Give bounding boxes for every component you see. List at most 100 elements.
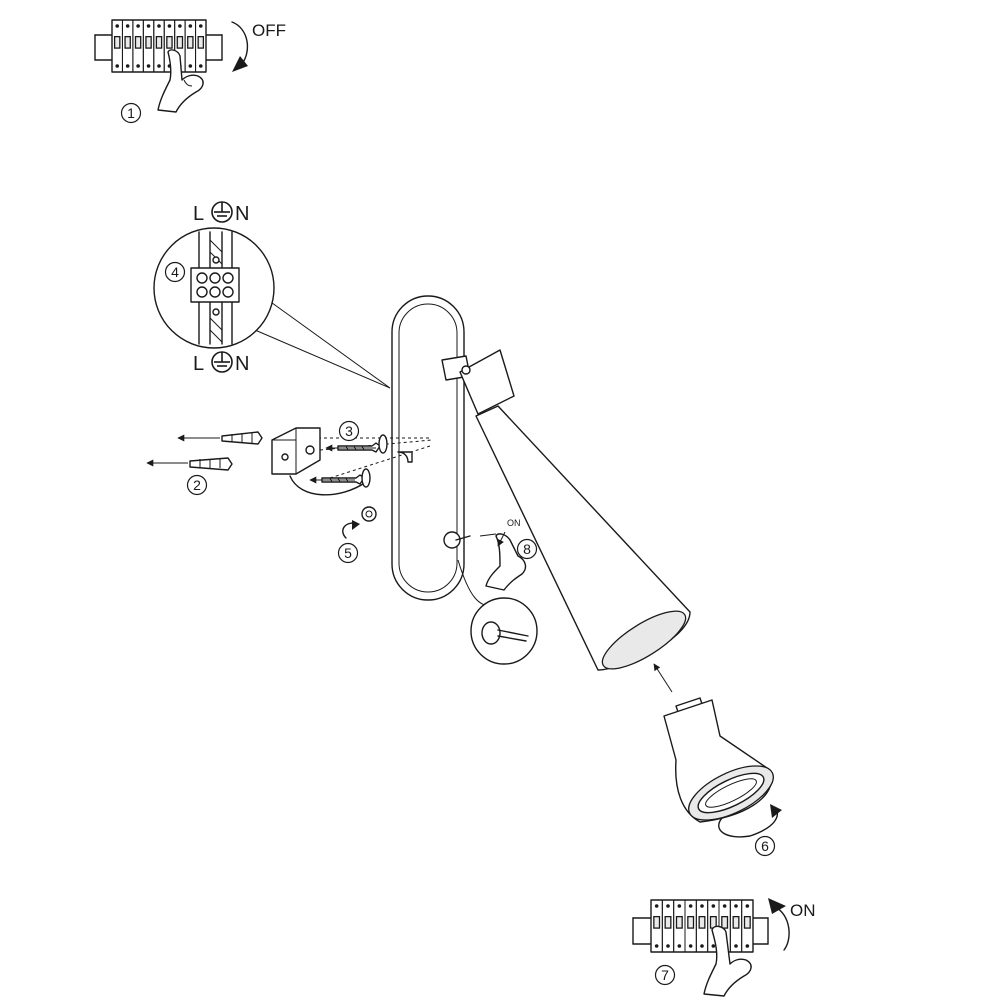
svg-text:6: 6 — [761, 838, 769, 854]
arrow-icon — [497, 531, 506, 547]
arrow-icon — [309, 444, 376, 484]
breaker-screw — [677, 944, 682, 948]
breaker-screw — [146, 64, 151, 68]
breaker-screw — [125, 64, 130, 68]
breaker-toggle — [743, 915, 751, 929]
step-marker-6: 6 — [754, 835, 776, 857]
breaker-toggle — [145, 35, 152, 49]
svg-text:7: 7 — [661, 967, 669, 983]
step-marker-2: 2 — [186, 474, 208, 496]
svg-text:5: 5 — [344, 545, 352, 561]
rotate-arrow-icon — [342, 520, 360, 539]
breaker-screw — [711, 944, 716, 948]
hand-icon — [157, 49, 204, 113]
breaker-toggle — [698, 915, 706, 929]
breaker-screw — [734, 904, 738, 908]
step-marker-4: 4 — [164, 261, 186, 283]
step-marker-1: 1 — [120, 102, 142, 124]
breaker-panel-on — [632, 899, 769, 953]
label-n-bottom: N — [235, 353, 249, 375]
ground-symbol-icon — [211, 201, 233, 223]
breaker-toggle — [176, 35, 184, 49]
step-marker-3: 3 — [338, 420, 360, 442]
breaker-screw — [734, 944, 738, 948]
label-n-top: N — [235, 203, 249, 225]
mounting-bracket — [271, 427, 367, 496]
label-l-top: L — [193, 203, 204, 225]
switch-on-label: ON — [507, 518, 521, 528]
breaker-screw — [677, 904, 682, 908]
breaker-screw — [188, 24, 193, 28]
breaker-screw — [666, 904, 670, 908]
breaker-screw — [146, 24, 151, 28]
breaker-toggle — [197, 35, 205, 49]
wire-cap-nut — [361, 506, 377, 522]
arrow-icon — [146, 434, 220, 467]
breaker-toggle — [155, 35, 163, 49]
svg-text:3: 3 — [345, 423, 353, 439]
rotate-arrow-icon — [231, 21, 249, 72]
breaker-screw — [157, 64, 161, 68]
wall-anchors — [189, 431, 263, 471]
breaker-screw — [157, 24, 161, 28]
off-label: OFF — [252, 21, 286, 40]
terminal-labels-top: L N — [193, 201, 249, 225]
wall-plate — [391, 295, 465, 601]
breaker-screw — [198, 24, 203, 28]
breaker-toggle — [653, 915, 661, 929]
svg-text:2: 2 — [193, 477, 201, 493]
breaker-toggle — [113, 35, 121, 49]
hand-icon — [703, 925, 752, 997]
lamp-cone — [459, 349, 691, 671]
breaker-screw — [700, 904, 704, 908]
step-marker-5: 5 — [337, 542, 359, 564]
breaker-toggle — [166, 35, 173, 49]
svg-text:8: 8 — [523, 541, 531, 557]
gu10-bulb — [663, 697, 774, 823]
step-marker-7: 7 — [654, 964, 676, 986]
breaker-screw — [700, 944, 704, 948]
breaker-screw — [688, 904, 693, 908]
breaker-screw — [136, 64, 140, 68]
breaker-toggle — [664, 915, 672, 929]
breaker-screw — [654, 944, 659, 948]
breaker-screw — [198, 64, 203, 68]
breaker-screw — [115, 64, 120, 68]
breaker-toggle — [732, 915, 740, 929]
ground-symbol-icon — [211, 351, 233, 373]
svg-text:4: 4 — [171, 264, 179, 280]
toggle-switch — [443, 531, 471, 549]
breaker-toggle — [675, 915, 683, 929]
breaker-toggle — [687, 915, 695, 929]
breaker-screw — [125, 24, 130, 28]
breaker-screw — [188, 64, 193, 68]
breaker-screw — [745, 904, 750, 908]
breaker-screw — [666, 944, 670, 948]
breaker-screw — [136, 24, 140, 28]
arrow-icon — [653, 663, 673, 693]
breaker-screw — [167, 24, 172, 28]
breaker-screw — [688, 944, 693, 948]
rotate-arrow-icon — [718, 804, 782, 838]
breaker-screw — [115, 24, 120, 28]
breaker-screw — [745, 944, 750, 948]
breaker-toggle — [187, 35, 194, 49]
breaker-screw — [722, 904, 727, 908]
switch-detail-callout — [457, 559, 538, 665]
on-label: ON — [790, 901, 816, 920]
breaker-panel-off — [94, 19, 223, 73]
breaker-screw — [178, 24, 182, 28]
breaker-toggle — [134, 35, 142, 49]
hand-icon — [479, 533, 527, 591]
breaker-module — [195, 19, 207, 73]
breaker-module — [741, 899, 754, 953]
breaker-screw — [711, 904, 716, 908]
terminal-labels-bottom: L N — [193, 351, 249, 375]
step-marker-8: 8 — [516, 538, 538, 560]
rotate-arrow-icon — [768, 898, 790, 951]
breaker-toggle — [124, 35, 131, 49]
label-l-bottom: L — [193, 353, 204, 375]
wiring-detail-callout — [153, 227, 391, 389]
